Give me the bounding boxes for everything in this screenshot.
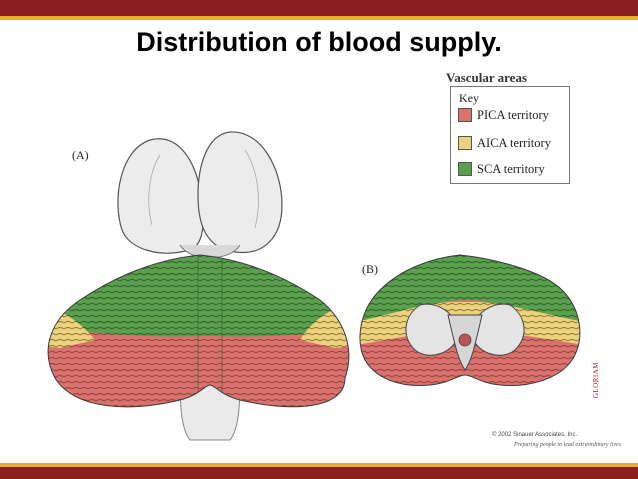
slide-title: Distribution of blood supply. [136, 27, 502, 57]
aica-swatch [458, 136, 472, 150]
cerebral-peduncle-right [197, 131, 283, 254]
pica-swatch [458, 108, 472, 122]
legend-heading: Vascular areas [446, 70, 528, 85]
watermark-text: GLORIAM [592, 362, 600, 399]
top-banner [0, 0, 638, 20]
legend-key-label: Key [459, 91, 479, 105]
panel-a-label: (A) [72, 148, 89, 162]
legend-item-aica: AICA territory [458, 135, 551, 151]
legend: Key PICA territory AICA territory SCA te… [450, 86, 570, 184]
panel-b-label: (B) [362, 262, 378, 276]
legend-item-sca: SCA territory [458, 161, 545, 177]
cerebral-peduncle-left [117, 138, 205, 254]
brainstem-b [405, 303, 525, 371]
legend-item-pica: PICA territory [458, 107, 549, 123]
tagline-text: Preparing people to lead extraordinary l… [514, 442, 622, 448]
sca-swatch [458, 162, 472, 176]
brainstem-a [117, 131, 283, 441]
bottom-banner [0, 463, 638, 479]
copyright-text: © 2002 Sinauer Associates, Inc. [492, 432, 578, 438]
